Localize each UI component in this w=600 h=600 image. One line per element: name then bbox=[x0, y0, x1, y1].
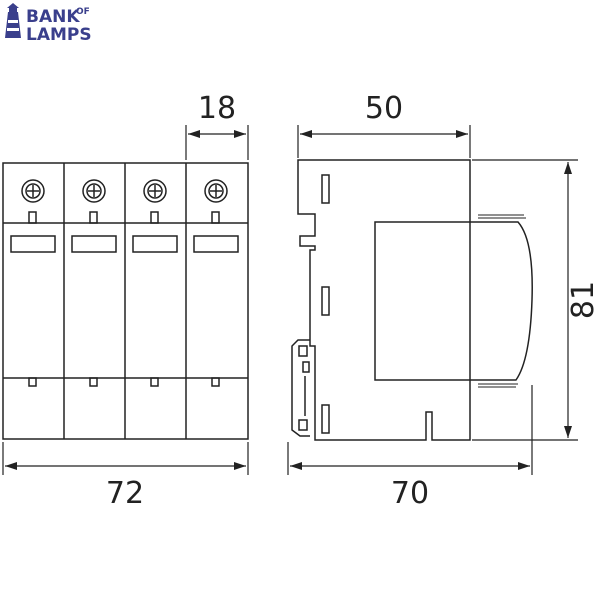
logo-line1-suffix: OF bbox=[76, 7, 90, 17]
terminal-tab bbox=[211, 211, 220, 224]
dimension-label-height: 81 bbox=[566, 281, 600, 319]
status-window bbox=[193, 235, 239, 253]
release-slot bbox=[89, 377, 98, 387]
release-slot bbox=[150, 377, 159, 387]
dimension-height bbox=[472, 159, 578, 441]
dimension-label-total-width: 72 bbox=[106, 476, 144, 511]
terminal-tab bbox=[89, 211, 98, 224]
module-2 bbox=[71, 179, 117, 387]
dimension-depth bbox=[287, 385, 533, 475]
status-window bbox=[132, 235, 178, 253]
terminal-screw-icon bbox=[143, 179, 167, 203]
terminal-screw-icon bbox=[82, 179, 106, 203]
status-window bbox=[10, 235, 56, 253]
module-4 bbox=[193, 179, 239, 387]
release-slot bbox=[28, 377, 37, 387]
dimension-total-width bbox=[2, 442, 249, 475]
front-view bbox=[2, 162, 249, 440]
side-view-body-outline bbox=[297, 159, 471, 441]
dimension-front-depth bbox=[297, 125, 471, 158]
dimension-label-front-depth: 50 bbox=[365, 91, 403, 126]
logo-line1: BANK bbox=[26, 7, 80, 27]
side-slot-bottom bbox=[321, 404, 330, 434]
side-slot-top bbox=[321, 174, 330, 204]
terminal-tab bbox=[28, 211, 37, 224]
logo-line2: LAMPS bbox=[26, 25, 92, 45]
cover-ribs bbox=[478, 214, 526, 388]
module-3 bbox=[132, 179, 178, 387]
release-slot bbox=[211, 377, 220, 387]
side-view bbox=[291, 159, 533, 441]
lighthouse-icon bbox=[5, 3, 21, 38]
bank-of-lamps-logo: BANK OF LAMPS bbox=[5, 3, 92, 45]
terminal-screw-icon bbox=[204, 179, 228, 203]
side-slot-middle bbox=[321, 286, 330, 316]
front-cover bbox=[374, 221, 533, 381]
terminal-tab bbox=[150, 211, 159, 224]
dimension-label-module-width: 18 bbox=[198, 91, 236, 126]
module-1 bbox=[10, 179, 56, 387]
din-rail-clip bbox=[291, 339, 310, 437]
dimension-module-width bbox=[185, 125, 249, 160]
status-window bbox=[71, 235, 117, 253]
dimension-label-depth: 70 bbox=[391, 476, 429, 511]
terminal-screw-icon bbox=[21, 179, 45, 203]
